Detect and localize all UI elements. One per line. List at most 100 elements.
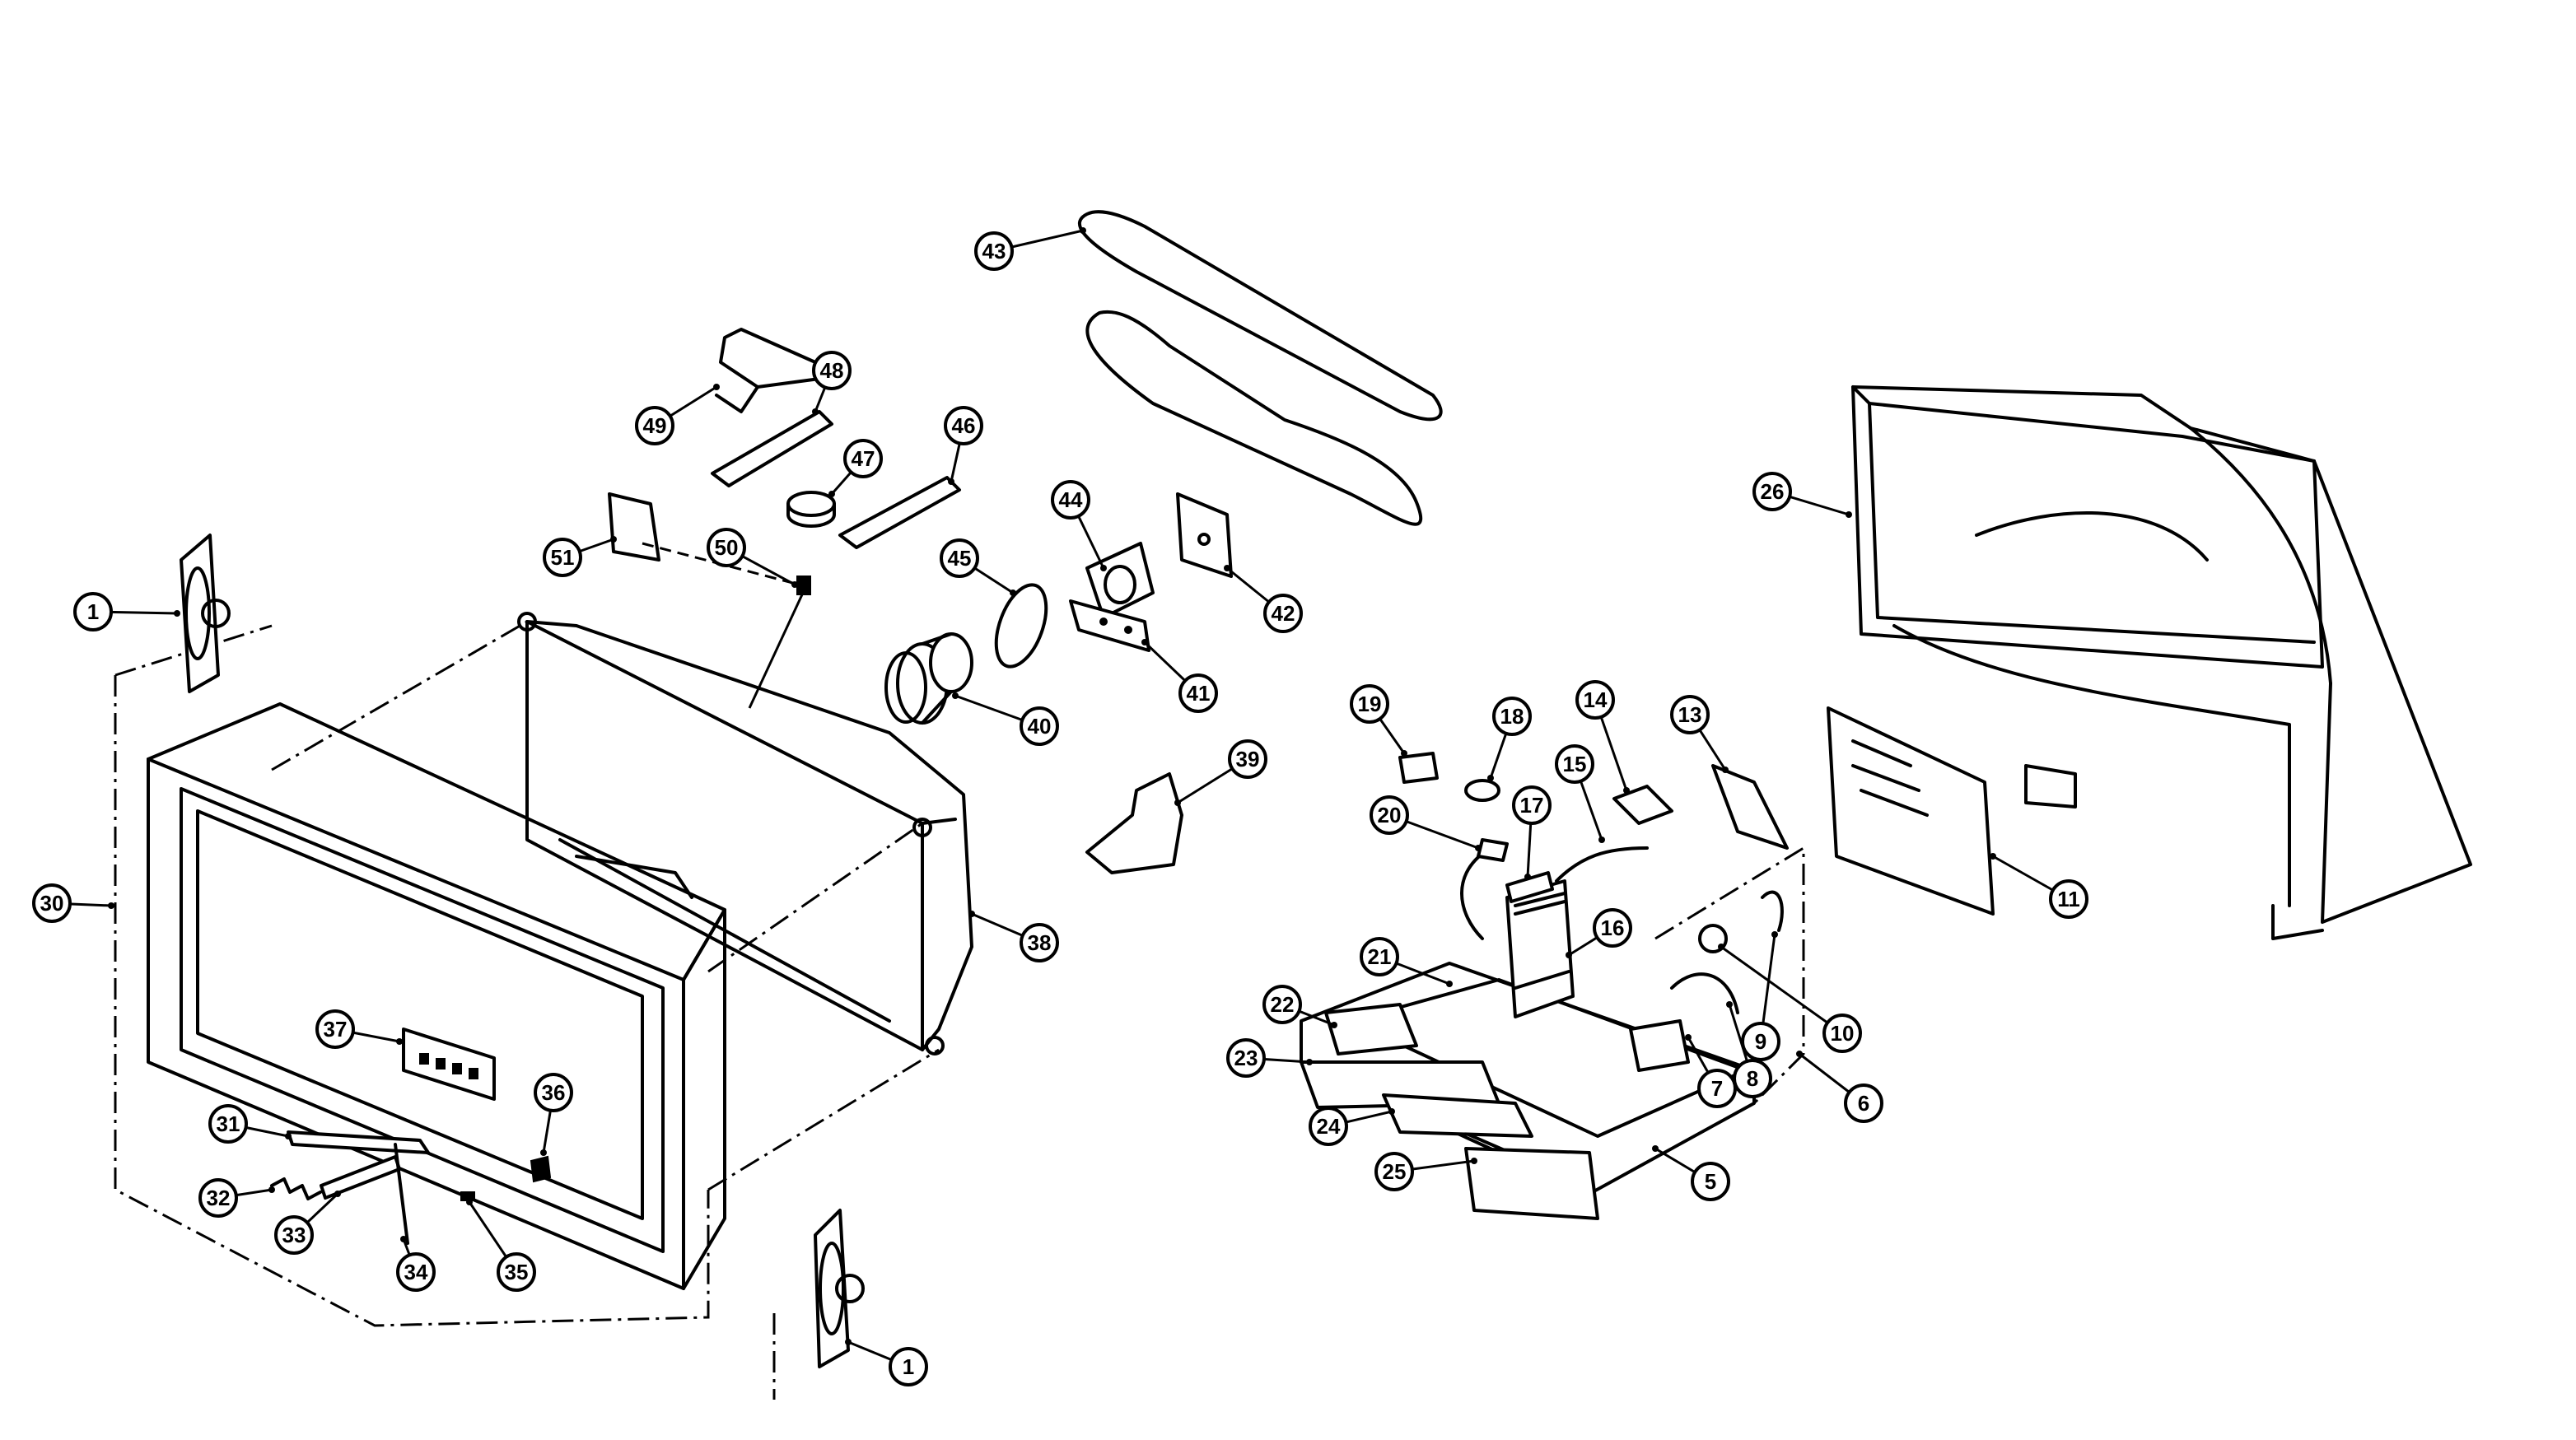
cylinder-18 [1464, 779, 1500, 802]
callout-number: 7 [1711, 1076, 1723, 1101]
callout-arrowhead [1796, 1051, 1803, 1057]
callout-c5: 5 [1652, 1145, 1730, 1201]
callout-number: 16 [1601, 916, 1625, 940]
callout-c48: 48 [812, 351, 852, 415]
callout-c33: 33 [274, 1191, 341, 1255]
callout-c1b: 1 [845, 1339, 928, 1386]
callout-arrowhead [713, 384, 720, 390]
focus-unit-44 [1085, 542, 1155, 619]
lens-assembly-40 [884, 632, 973, 725]
callout-circle [198, 1178, 238, 1218]
callout-number: 11 [2057, 887, 2080, 911]
callout-number: 21 [1368, 944, 1392, 969]
callout-circle [843, 439, 883, 478]
callout-circle [497, 1252, 536, 1292]
callout-circle [274, 1215, 314, 1255]
callout-number: 37 [324, 1017, 348, 1042]
callout-circle [1670, 695, 1710, 734]
callout-arrowhead [1388, 1108, 1395, 1115]
callout-number: 35 [505, 1260, 529, 1284]
callout-number: 24 [1317, 1114, 1341, 1139]
callout-number: 8 [1747, 1066, 1758, 1091]
callout-arrowhead [1771, 931, 1778, 938]
callout-circle [635, 406, 674, 445]
callout-circle [1752, 472, 1792, 511]
cable-48 [711, 410, 833, 487]
callout-number: 33 [282, 1223, 306, 1247]
front-rear-dash-bottom [707, 1048, 940, 1191]
front-rear-dash-right [707, 822, 923, 973]
callout-circle [1691, 1162, 1730, 1201]
callout-number: 51 [551, 545, 575, 570]
callout-number: 39 [1236, 747, 1260, 771]
callout-c25: 25 [1374, 1152, 1477, 1191]
callout-number: 15 [1563, 752, 1587, 776]
callout-arrowhead [1652, 1145, 1659, 1152]
callout-number: 47 [852, 446, 875, 471]
callout-leader [1720, 945, 1843, 1035]
clip-50 [796, 576, 811, 595]
callout-number: 41 [1187, 681, 1211, 706]
callout-arrowhead [1100, 565, 1107, 571]
module-14 [1612, 785, 1673, 825]
callout-circle [1178, 673, 1218, 713]
callout-circle [396, 1252, 436, 1292]
callout-c13: 13 [1670, 695, 1729, 773]
callout-number: 1 [87, 599, 99, 624]
callout-arrowhead [1080, 227, 1086, 234]
callout-c47: 47 [828, 439, 883, 497]
callout-arrowhead [1487, 775, 1494, 781]
callout-arrowhead [1010, 590, 1016, 596]
disc-45 [994, 583, 1048, 669]
callout-number: 42 [1272, 601, 1295, 626]
callout-arrowhead [1331, 1022, 1337, 1028]
callout-circle [1226, 1038, 1266, 1078]
callout-circle [889, 1347, 928, 1386]
bracket-39 [1085, 772, 1183, 874]
callout-c41: 41 [1141, 639, 1218, 713]
callout-c44: 44 [1051, 480, 1107, 571]
callout-circle [1844, 1083, 1883, 1123]
rear-cabinet [517, 612, 973, 1056]
callout-c17: 17 [1512, 785, 1552, 880]
callout-number: 44 [1059, 487, 1083, 512]
callout-arrowhead [610, 536, 617, 543]
rear-housing-26 [1851, 385, 2472, 940]
callout-arrowhead [1598, 837, 1605, 843]
callout-arrowhead [334, 1191, 341, 1197]
callout-c19: 19 [1350, 684, 1407, 757]
clip-51 [608, 492, 660, 562]
door-34 [394, 1143, 409, 1245]
callout-arrowhead [968, 911, 975, 917]
callout-c30: 30 [32, 883, 114, 923]
callout-circle [1374, 1152, 1414, 1191]
callout-arrowhead [1446, 981, 1453, 987]
callout-number: 6 [1858, 1091, 1869, 1116]
callout-c18: 18 [1487, 697, 1532, 781]
callout-arrowhead [400, 1236, 407, 1242]
callout-number: 50 [715, 535, 739, 560]
callout-c23: 23 [1226, 1038, 1313, 1078]
callout-circle [974, 231, 1014, 271]
callout-circle [707, 528, 746, 567]
callout-circle [1555, 744, 1594, 784]
callout-arrowhead [1306, 1059, 1313, 1065]
callout-circle [1512, 785, 1552, 825]
plate-41 [1069, 599, 1150, 652]
belt-43 [1078, 210, 1443, 526]
callout-number: 48 [820, 358, 844, 383]
callout-circle [1350, 684, 1389, 724]
callout-number: 23 [1234, 1046, 1258, 1070]
callout-number: 18 [1500, 704, 1524, 729]
callout-c49: 49 [635, 384, 720, 445]
callout-arrowhead [791, 581, 798, 588]
callout-number: 5 [1705, 1169, 1716, 1194]
cylinder-47 [786, 491, 836, 528]
callout-circle [1262, 985, 1302, 1024]
callout-arrowhead [1846, 511, 1852, 518]
callout-number: 14 [1584, 687, 1608, 712]
callout-number: 34 [404, 1260, 428, 1284]
callout-number: 38 [1028, 930, 1052, 955]
callout-circle [1593, 908, 1632, 948]
